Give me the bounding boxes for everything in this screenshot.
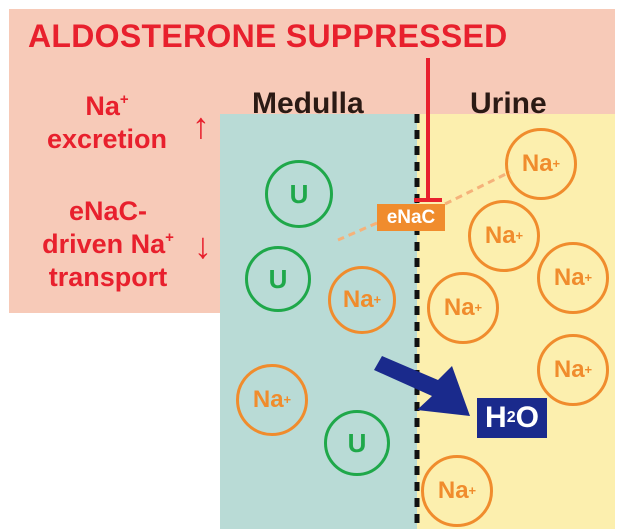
urea-particle: U [324,410,390,476]
sodium-ion: Na+ [505,128,577,200]
sodium-ion: Na+ [468,200,540,272]
enac-transport-line-2: driven Na [42,229,166,259]
urine-label: Urine [470,87,547,120]
sodium-ion: Na+ [328,266,396,334]
arrow-up-icon: ↑ [192,105,210,146]
sodium-ion: Na+ [537,242,609,314]
arrow-down-icon: ↓ [194,225,212,266]
enac-transport-label: eNaC- driven Na+ transport [18,195,198,294]
na-excretion-line-2: excretion [46,124,168,154]
enac-path-right [444,170,511,206]
sodium-ion: Na+ [427,272,499,344]
urea-particle: U [265,160,333,228]
title: ALDOSTERONE SUPPRESSED [28,18,508,54]
enac-transport-superscript: + [165,229,174,246]
water-flow-arrow [374,356,470,416]
enac-transport-line-3: transport [48,262,168,292]
na-excretion-line-1: Na [85,91,120,121]
enac-path-left [337,221,378,242]
sodium-ion: Na+ [421,455,493,527]
enac-channel-label: eNaC [377,204,445,231]
sodium-ion: Na+ [236,364,308,436]
sodium-ion: Na+ [537,334,609,406]
na-excretion-label: Na+ excretion [22,90,192,156]
enac-transport-line-1: eNaC- [68,196,148,226]
urea-particle: U [245,246,311,312]
na-excretion-superscript: + [119,91,129,108]
medulla-label: Medulla [252,87,364,120]
